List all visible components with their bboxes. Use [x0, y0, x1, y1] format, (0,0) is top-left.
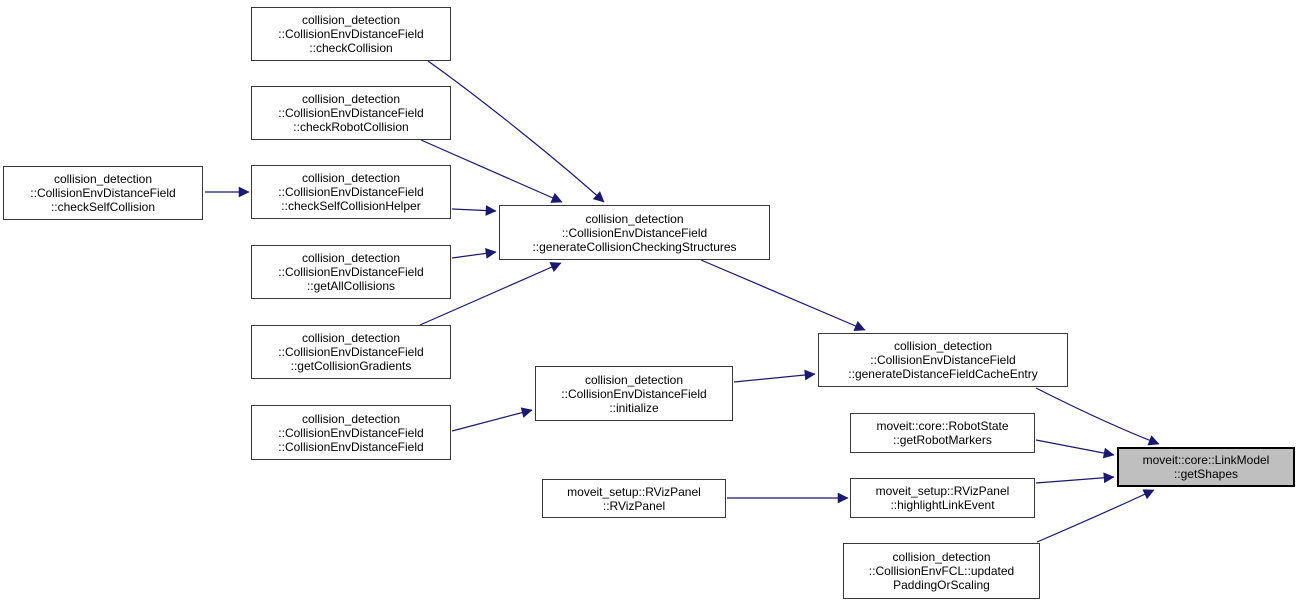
edge-generate-collision-checking-structures-to-generate-distance-field-cache-entry [700, 259, 866, 331]
node-check-collision[interactable]: collision_detection ::CollisionEnvDistan… [251, 7, 451, 61]
node-get-all-collisions[interactable]: collision_detection ::CollisionEnvDistan… [251, 245, 451, 299]
node-initialize[interactable]: collision_detection ::CollisionEnvDistan… [535, 366, 733, 421]
node-check-robot-collision[interactable]: collision_detection ::CollisionEnvDistan… [251, 86, 451, 140]
node-updated-padding-or-scaling[interactable]: collision_detection ::CollisionEnvFCL::u… [843, 543, 1040, 599]
edge-get-collision-gradients-to-generate-collision-checking-structures [419, 262, 562, 326]
edge-get-robot-markers-to-get-shapes [1035, 439, 1115, 459]
node-get-shapes[interactable]: moveit::core::LinkModel ::getShapes [1117, 447, 1295, 487]
edge-get-all-collisions-to-generate-collision-checking-structures [451, 248, 497, 259]
edge-highlight-link-event-to-get-shapes [1035, 472, 1115, 484]
edge-initialize-to-generate-distance-field-cache-entry [733, 369, 816, 383]
node-check-self-collision[interactable]: collision_detection ::CollisionEnvDistan… [3, 166, 203, 220]
edge-check-robot-collision-to-generate-collision-checking-structures [420, 139, 563, 203]
edge-updated-padding-or-scaling-to-get-shapes [1036, 489, 1155, 543]
node-generate-distance-field-cache-entry[interactable]: collision_detection ::CollisionEnvDistan… [818, 333, 1068, 387]
node-get-collision-gradients[interactable]: collision_detection ::CollisionEnvDistan… [251, 325, 451, 379]
edge-check-collision-to-generate-collision-checking-structures [427, 60, 605, 203]
edge-collision-env-distance-field-ctor-to-initialize [451, 407, 533, 432]
node-collision-env-distance-field-ctor[interactable]: collision_detection ::CollisionEnvDistan… [251, 405, 451, 460]
node-rviz-panel-ctor[interactable]: moveit_setup::RVizPanel ::RVizPanel [542, 479, 726, 518]
node-check-self-collision-helper[interactable]: collision_detection ::CollisionEnvDistan… [251, 165, 451, 219]
node-highlight-link-event[interactable]: moveit_setup::RVizPanel ::highlightLinkE… [850, 478, 1035, 518]
node-get-robot-markers[interactable]: moveit::core::RobotState ::getRobotMarke… [850, 413, 1035, 453]
edge-check-self-collision-helper-to-generate-collision-checking-structures [451, 205, 497, 216]
node-generate-collision-checking-structures[interactable]: collision_detection ::CollisionEnvDistan… [499, 205, 770, 260]
edge-generate-distance-field-cache-entry-to-get-shapes [1035, 387, 1160, 446]
